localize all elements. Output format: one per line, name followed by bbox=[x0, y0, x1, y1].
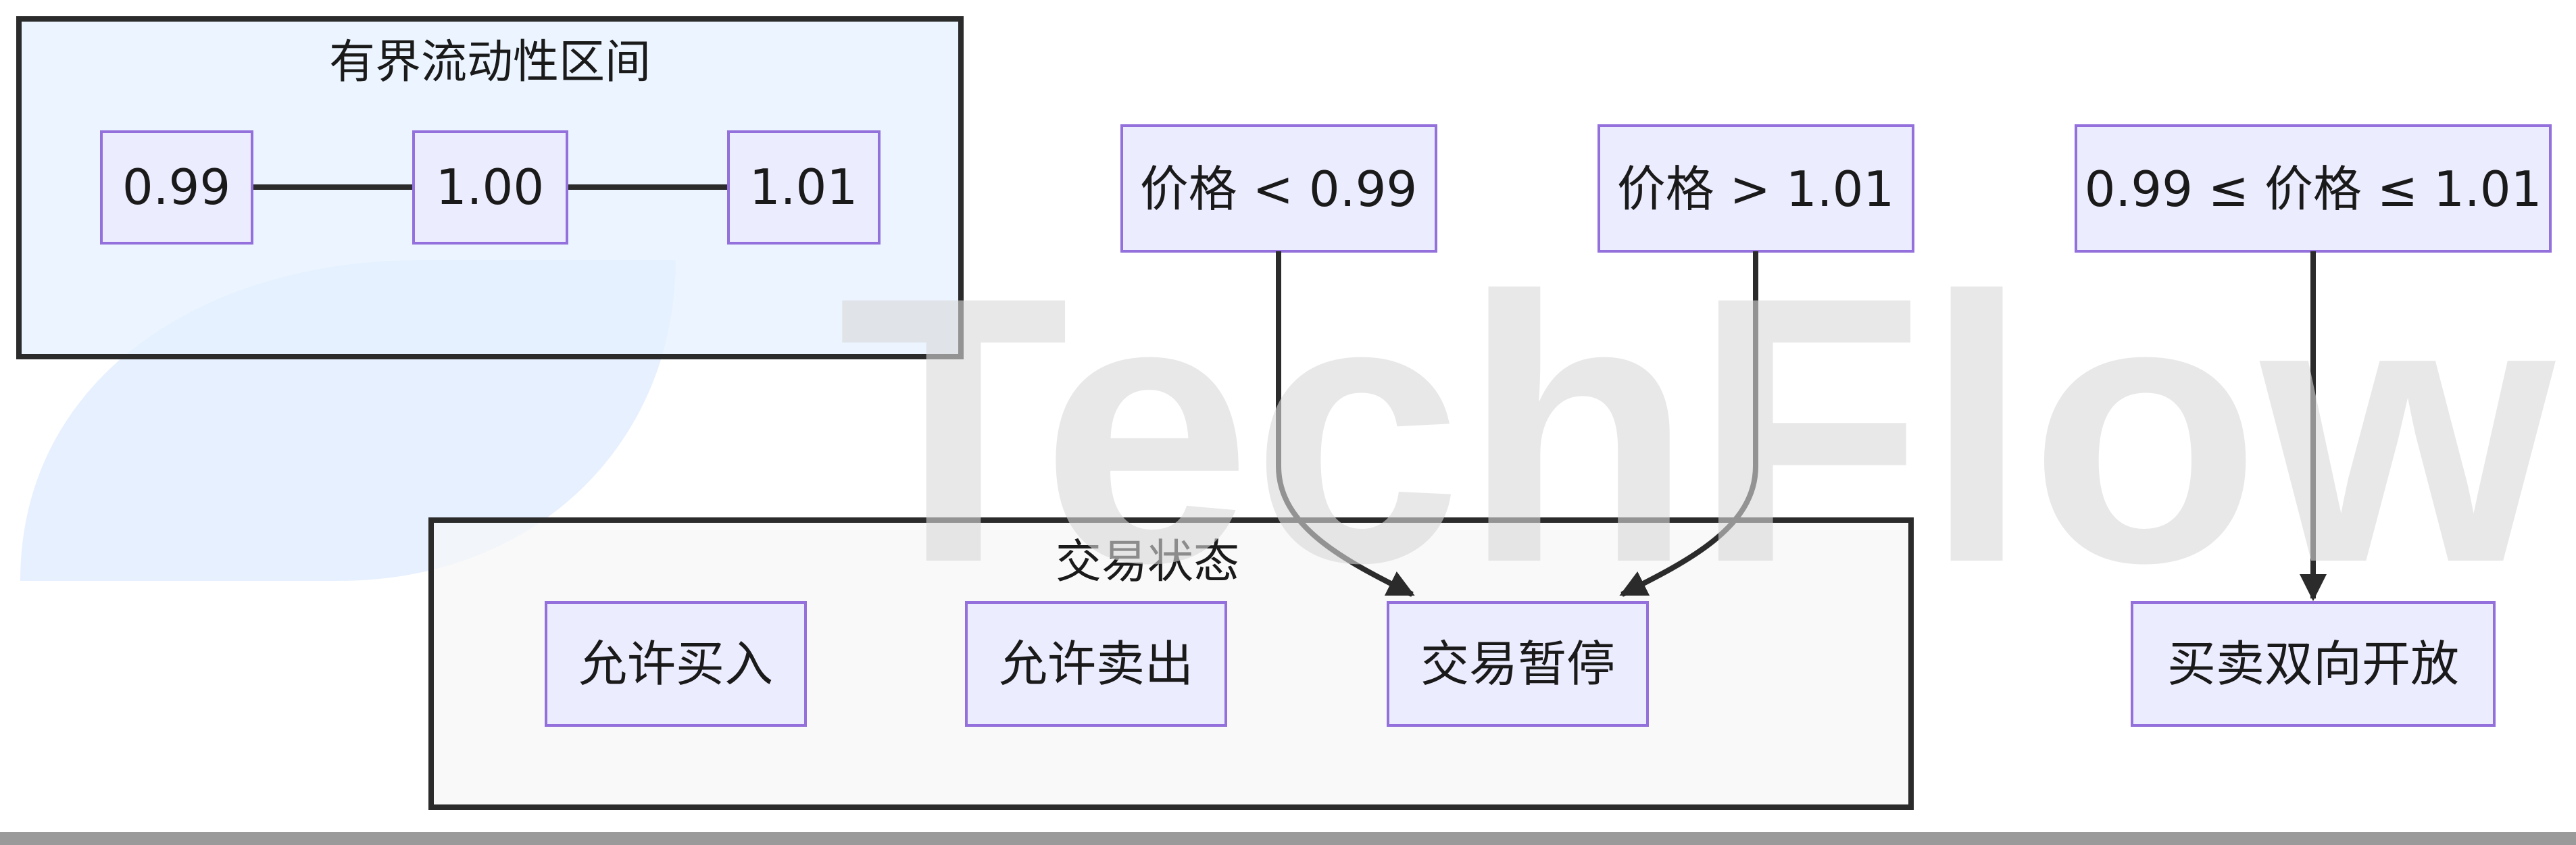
trade-paused-node: 交易暂停 bbox=[1387, 601, 1649, 727]
price-above-node: 价格 > 1.01 bbox=[1597, 124, 1914, 253]
price-within-label: 0.99 ≤ 价格 ≤ 1.01 bbox=[2085, 161, 2542, 217]
liquidity-range-title: 有界流动性区间 bbox=[329, 36, 651, 89]
range-node-peg: 1.00 bbox=[412, 130, 568, 245]
watermark-text: TechFlow bbox=[838, 218, 2556, 641]
trade-state-group: 交易状态 允许买入 允许卖出 交易暂停 bbox=[428, 517, 1914, 810]
allow-buy-label: 允许买入 bbox=[578, 636, 773, 692]
price-below-label: 价格 < 0.99 bbox=[1140, 161, 1417, 217]
trade-state-title: 交易状态 bbox=[1056, 536, 1239, 589]
liquidity-range-group: 有界流动性区间 0.99 1.00 1.01 bbox=[16, 16, 964, 359]
range-node-upper: 1.01 bbox=[727, 130, 881, 245]
price-within-node: 0.99 ≤ 价格 ≤ 1.01 bbox=[2075, 124, 2552, 253]
allow-sell-node: 允许卖出 bbox=[965, 601, 1227, 727]
allow-sell-label: 允许卖出 bbox=[999, 636, 1193, 692]
bottom-edge-bar bbox=[0, 832, 2576, 845]
range-node-peg-label: 1.00 bbox=[436, 159, 544, 215]
allow-buy-node: 允许买入 bbox=[545, 601, 807, 727]
range-node-upper-label: 1.01 bbox=[749, 159, 858, 215]
open-both-label: 买卖双向开放 bbox=[2167, 636, 2459, 692]
edge-below-to-paused bbox=[1276, 251, 1415, 597]
price-above-label: 价格 > 1.01 bbox=[1617, 161, 1894, 217]
trade-paused-label: 交易暂停 bbox=[1420, 636, 1615, 692]
price-below-node: 价格 < 0.99 bbox=[1120, 124, 1437, 253]
edge-above-to-paused bbox=[1619, 251, 1758, 597]
range-node-lower-label: 0.99 bbox=[122, 159, 230, 215]
open-both-node: 买卖双向开放 bbox=[2131, 601, 2496, 727]
range-node-lower: 0.99 bbox=[100, 130, 253, 245]
